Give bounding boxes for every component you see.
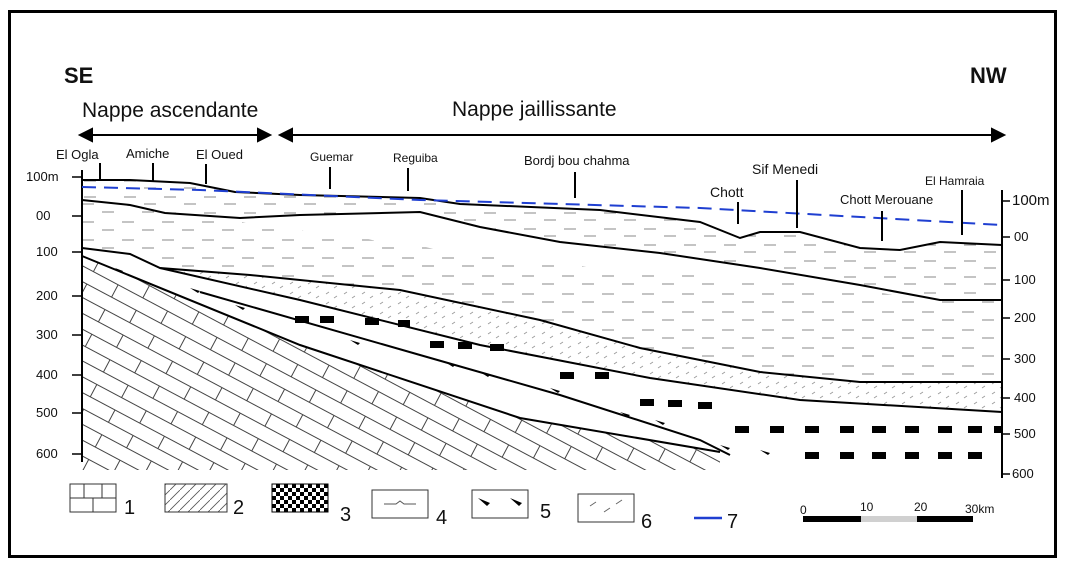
legend: 1 2 3 4 5 6 7 [69,483,738,533]
svg-text:30km: 30km [965,502,994,516]
place-label: Chott Merouane [840,192,933,207]
svg-text:300: 300 [36,327,58,342]
svg-text:100: 100 [36,244,58,259]
svg-text:00: 00 [36,208,50,223]
depth-axis-left: 100m 00 100 200 300 400 500 600 [26,169,82,461]
svg-text:400: 400 [36,367,58,382]
svg-text:600: 600 [36,446,58,461]
wedge-layer [82,256,1002,470]
svg-text:0: 0 [800,503,807,517]
dash-pattern-icon [371,489,429,519]
place-label: Bordj bou chahma [524,153,630,168]
place-label: El Hamraia [925,174,985,188]
scale-bar: 0 10 20 30km [800,500,994,522]
svg-text:00: 00 [1014,229,1028,244]
svg-text:100m: 100m [26,169,59,184]
place-label: Sif Menedi [752,161,818,177]
place-label: Guemar [310,150,353,164]
legend-number: 6 [641,511,652,533]
legend-number: 4 [436,507,447,529]
brick-pattern-icon [69,483,117,513]
svg-text:600: 600 [1012,466,1034,481]
svg-text:300: 300 [1014,351,1036,366]
brick-layer [82,256,720,470]
legend-number: 1 [124,497,135,519]
place-label: El Oued [196,147,243,162]
zone-arrows [77,127,1007,143]
place-label: Reguiba [393,151,438,165]
place-label: El Ogla [56,147,99,162]
svg-text:500: 500 [36,405,58,420]
legend-number: 7 [727,511,738,533]
svg-text:500: 500 [1014,426,1036,441]
legend-number: 2 [233,497,244,519]
legend-number: 5 [540,501,551,523]
svg-text:100m: 100m [1012,192,1050,209]
legend-number: 3 [340,504,351,526]
svg-text:10: 10 [860,500,874,514]
depth-axis-right: 100m 00 100 200 300 400 500 600 [1002,192,1050,481]
wedge-pattern-icon [471,489,529,519]
zone-ascending-label: Nappe ascendante [82,99,258,122]
checker-pattern-icon [271,483,329,513]
hatched-pattern-icon [164,483,228,513]
svg-text:100: 100 [1014,272,1036,287]
place-labels: El Ogla Amiche El Oued Guemar Reguiba Bo… [56,146,985,207]
orientation-nw: NW [970,63,1007,88]
orientation-se: SE [64,63,93,88]
stratum-boundaries [81,170,1003,478]
svg-text:400: 400 [1014,390,1036,405]
place-label: Chott [710,184,744,200]
svg-text:200: 200 [1014,310,1036,325]
black-block-series [115,268,1002,459]
dotted-pattern-icon [577,493,635,523]
svg-text:200: 200 [36,288,58,303]
zone-flowing-label: Nappe jaillissante [452,98,617,121]
dash-layer [82,200,1002,382]
place-label: Amiche [126,146,169,161]
piezometric-line [81,186,1003,226]
place-ticks [99,163,963,241]
figure-frame [8,10,1057,558]
svg-text:20: 20 [914,500,928,514]
